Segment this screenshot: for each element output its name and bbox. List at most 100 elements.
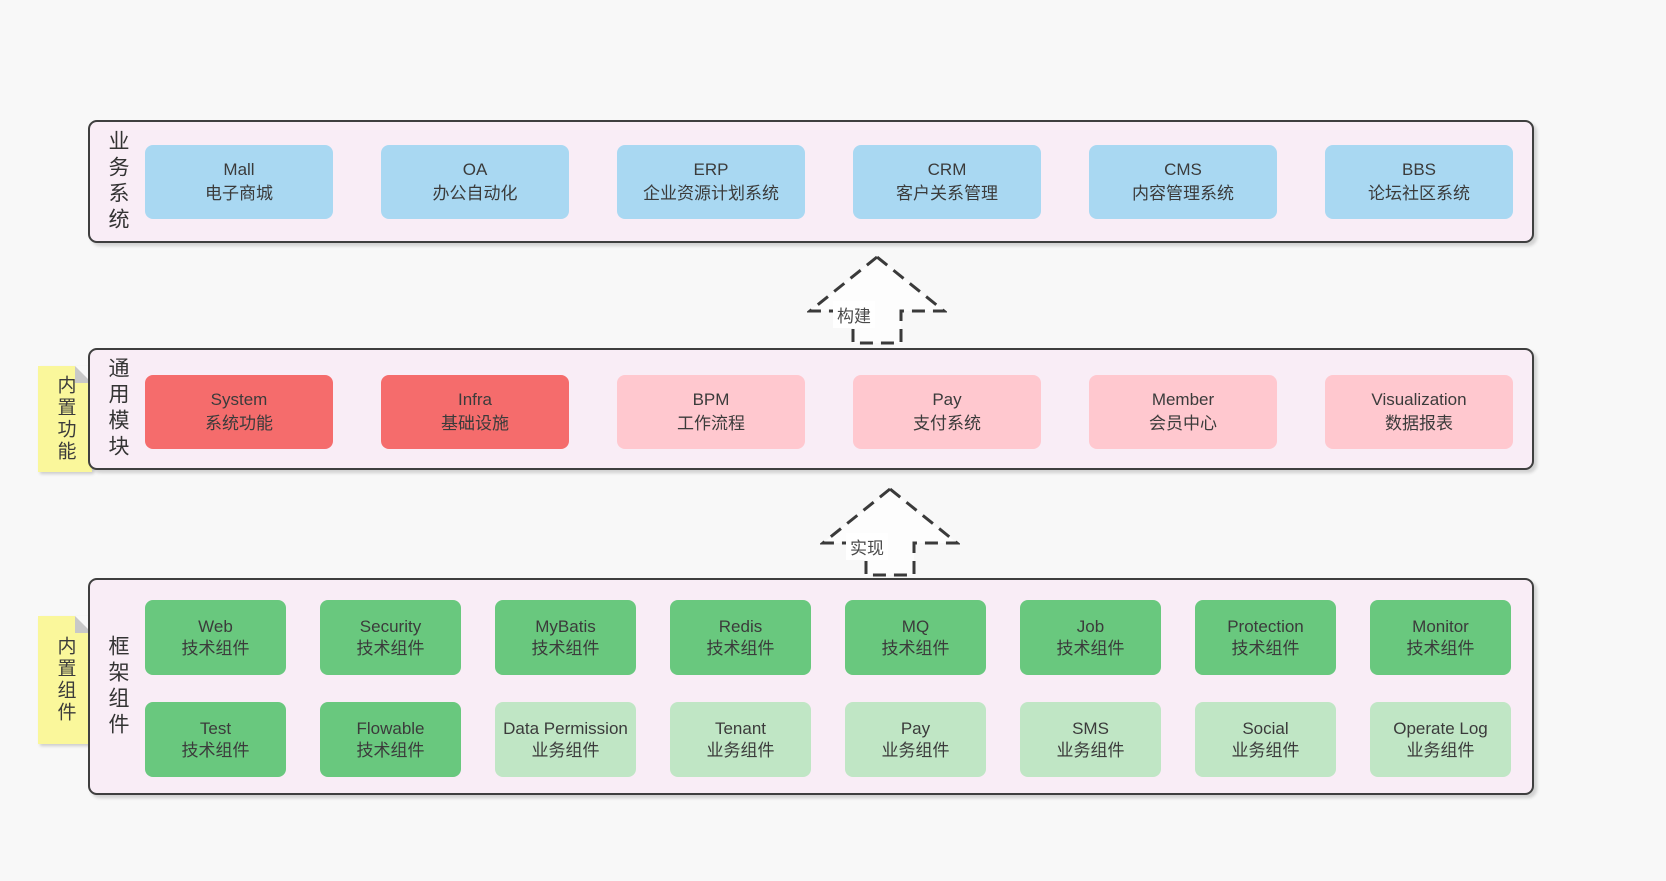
node-system: System 系统功能	[145, 375, 333, 449]
node-subtitle: 办公自动化	[432, 184, 518, 203]
node-title: MyBatis	[535, 616, 596, 636]
business-box-row: Mall 电子商城 OA 办公自动化 ERP 企业资源计划系统 CRM 客户关系…	[145, 145, 1513, 219]
node-title: System	[210, 390, 268, 409]
node-title: ERP	[693, 160, 729, 179]
arrow-label: 实现	[846, 533, 888, 560]
node-title: Security	[359, 616, 422, 636]
node-data-permission: Data Permission 业务组件	[495, 702, 636, 777]
node-job: Job 技术组件	[1020, 600, 1161, 675]
arrow-up-icon	[807, 255, 947, 345]
node-sms: SMS 业务组件	[1020, 702, 1161, 777]
node-title: Visualization	[1371, 390, 1467, 409]
node-subtitle: 业务组件	[706, 740, 775, 760]
node-title: Flowable	[356, 718, 425, 738]
node-operate-log: Operate Log 业务组件	[1370, 702, 1511, 777]
node-subtitle: 业务组件	[881, 740, 950, 760]
node-title: Redis	[718, 616, 763, 636]
node-redis: Redis 技术组件	[670, 600, 811, 675]
node-subtitle: 电子商城	[205, 184, 273, 203]
node-subtitle: 企业资源计划系统	[643, 184, 779, 203]
node-title: Operate Log	[1393, 718, 1488, 738]
node-title: MQ	[901, 616, 930, 636]
components-box-row-2: Test 技术组件 Flowable 技术组件 Data Permission …	[145, 702, 1511, 777]
node-member: Member 会员中心	[1089, 375, 1277, 449]
node-mybatis: MyBatis 技术组件	[495, 600, 636, 675]
node-subtitle: 技术组件	[181, 740, 250, 760]
node-protection: Protection 技术组件	[1195, 600, 1336, 675]
node-pay-module: Pay 支付系统	[853, 375, 1041, 449]
node-infra: Infra 基础设施	[381, 375, 569, 449]
node-title: Member	[1151, 390, 1215, 409]
node-subtitle: 技术组件	[356, 638, 425, 658]
node-title: Infra	[457, 390, 493, 409]
node-tenant: Tenant 业务组件	[670, 702, 811, 777]
node-subtitle: 技术组件	[181, 638, 250, 658]
node-title: Mall	[223, 160, 255, 179]
sticky-note-text: 内置功能	[54, 375, 76, 463]
node-bpm: BPM 工作流程	[617, 375, 805, 449]
sticky-note-text: 内置组件	[54, 636, 76, 724]
node-subtitle: 支付系统	[913, 414, 981, 433]
node-title: BPM	[692, 390, 730, 409]
node-subtitle: 技术组件	[881, 638, 950, 658]
node-crm: CRM 客户关系管理	[853, 145, 1041, 219]
node-subtitle: 业务组件	[1056, 740, 1125, 760]
node-title: Web	[198, 616, 233, 636]
node-erp: ERP 企业资源计划系统	[617, 145, 805, 219]
node-visualization: Visualization 数据报表	[1325, 375, 1513, 449]
node-web: Web 技术组件	[145, 600, 286, 675]
node-security: Security 技术组件	[320, 600, 461, 675]
components-box-row-1: Web 技术组件 Security 技术组件 MyBatis 技术组件 Redi…	[145, 600, 1511, 675]
folded-corner-icon	[75, 366, 92, 383]
node-title: Data Permission	[503, 718, 628, 738]
panel-label-business: 业务系统	[106, 129, 129, 234]
panel-business-systems: 业务系统 Mall 电子商城 OA 办公自动化 ERP 企业资源计划系统 CRM…	[88, 120, 1534, 243]
arrow-implement: 实现	[820, 486, 960, 578]
node-subtitle: 业务组件	[531, 740, 600, 760]
arrow-label: 构建	[833, 301, 875, 328]
node-title: Tenant	[714, 718, 767, 738]
panel-label-modules: 通用模块	[106, 357, 129, 461]
node-subtitle: 技术组件	[356, 740, 425, 760]
node-title: SMS	[1072, 718, 1109, 738]
node-social: Social 业务组件	[1195, 702, 1336, 777]
arrow-up-icon	[820, 487, 960, 577]
node-test: Test 技术组件	[145, 702, 286, 777]
node-bbs: BBS 论坛社区系统	[1325, 145, 1513, 219]
node-pay-component: Pay 业务组件	[845, 702, 986, 777]
node-title: CMS	[1164, 160, 1202, 179]
node-title: BBS	[1401, 160, 1437, 179]
node-subtitle: 数据报表	[1385, 414, 1453, 433]
node-title: CRM	[927, 160, 967, 179]
node-title: Pay	[900, 718, 931, 738]
node-title: Test	[199, 718, 232, 738]
node-mall: Mall 电子商城	[145, 145, 333, 219]
node-subtitle: 客户关系管理	[896, 184, 998, 203]
node-subtitle: 会员中心	[1149, 414, 1217, 433]
node-subtitle: 技术组件	[1231, 638, 1300, 658]
node-subtitle: 工作流程	[677, 414, 745, 433]
node-subtitle: 技术组件	[1406, 638, 1475, 658]
node-subtitle: 业务组件	[1231, 740, 1300, 760]
sticky-note-built-in-features: 内置功能	[38, 366, 92, 472]
node-subtitle: 基础设施	[441, 414, 509, 433]
panel-framework-components: 框架组件 Web 技术组件 Security 技术组件 MyBatis 技术组件…	[88, 578, 1534, 795]
node-title: Pay	[932, 390, 962, 409]
node-subtitle: 业务组件	[1406, 740, 1475, 760]
folded-corner-icon	[75, 616, 92, 633]
node-title: Monitor	[1412, 616, 1469, 636]
node-title: Job	[1076, 616, 1105, 636]
node-subtitle: 技术组件	[531, 638, 600, 658]
node-monitor: Monitor 技术组件	[1370, 600, 1511, 675]
node-flowable: Flowable 技术组件	[320, 702, 461, 777]
node-cms: CMS 内容管理系统	[1089, 145, 1277, 219]
panel-label-components: 框架组件	[106, 634, 129, 739]
node-oa: OA 办公自动化	[381, 145, 569, 219]
node-title: Protection	[1227, 616, 1304, 636]
panel-common-modules: 通用模块 System 系统功能 Infra 基础设施 BPM 工作流程 Pay…	[88, 348, 1534, 470]
node-subtitle: 系统功能	[205, 414, 273, 433]
node-title: Social	[1242, 718, 1289, 738]
node-title: OA	[462, 160, 488, 179]
node-subtitle: 技术组件	[706, 638, 775, 658]
modules-box-row: System 系统功能 Infra 基础设施 BPM 工作流程 Pay 支付系统…	[145, 375, 1513, 449]
